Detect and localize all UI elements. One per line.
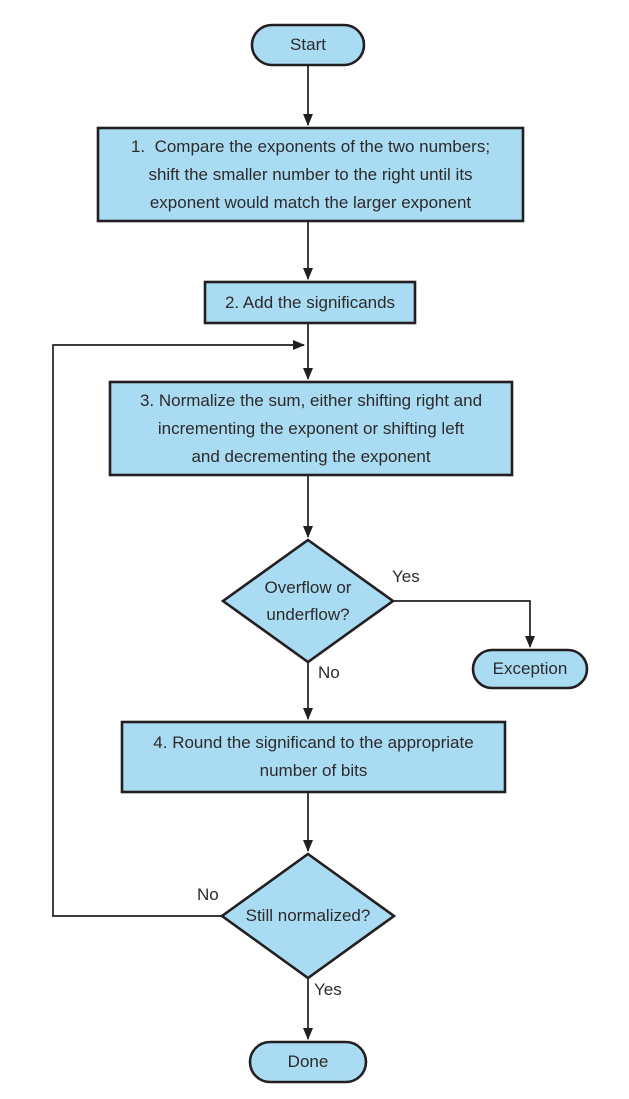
start-terminal-shape [250,23,366,67]
step1-process-shape [96,126,525,223]
done-terminal-shape [248,1040,368,1084]
normalized-decision-shape [219,852,397,980]
overflow-decision-shape [220,538,396,664]
step4-process-shape [120,720,507,794]
step3-process-shape [108,380,514,477]
edge-normalized-no-loop-back [52,340,305,917]
exception-terminal-shape [471,648,589,690]
edge-overflow-yes-to-exception [393,600,535,648]
step2-process-shape [203,280,417,325]
